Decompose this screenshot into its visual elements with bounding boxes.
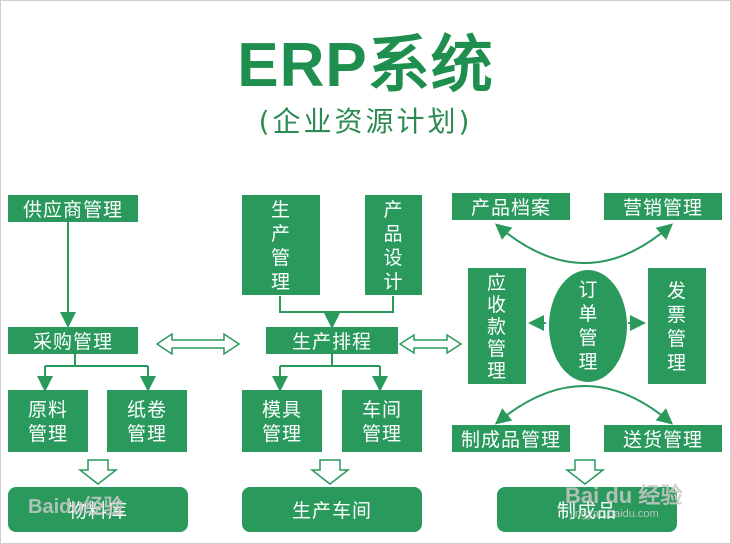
arc-bottom [494,385,674,425]
page-title: ERP系统 [237,31,494,100]
branch-purchase [44,354,149,386]
watermark-logo-left: Baidu经验 [28,496,124,518]
finished-goods-mgmt-box: 制成品管理 [452,425,570,452]
delivery-mgmt-box: 送货管理 [604,425,722,452]
page-subtitle: (企业资源计划) [258,105,473,138]
double-arrow-right [398,333,463,355]
branch-schedule-inputs [279,296,394,322]
receivables-mgmt-box: 应 收 款 管 理 [468,268,526,384]
finished-goods-box: 制成品 [497,487,677,532]
material-warehouse-box: 物料库 [8,487,188,532]
down-arrow-workshop [309,459,351,485]
supplier-mgmt-box: 供应商管理 [8,195,138,222]
marketing-mgmt-box: 营销管理 [604,193,722,220]
down-arrow-finished [564,459,606,485]
invoice-mgmt-box: 发 票 管 理 [648,268,706,384]
raw-material-mgmt-box: 原料 管理 [8,390,88,452]
double-arrow-left [155,332,241,356]
workshop-mgmt-box: 车间 管理 [342,390,422,452]
production-workshop-box: 生产车间 [242,487,422,532]
watermark-logo-right: Bai du 经验 [565,483,683,508]
product-archive-box: 产品档案 [452,193,570,220]
production-mgmt-box: 生 产 管 理 [242,195,320,295]
watermark-url: jingyan.baidu.com [570,508,659,520]
paper-roll-mgmt-box: 纸卷 管理 [107,390,187,452]
branch-schedule [280,354,380,367]
down-arrow-material [77,459,119,485]
order-mgmt-oval: 订 单 管 理 [549,270,627,382]
mold-mgmt-box: 模具 管理 [242,390,322,452]
purchase-mgmt-box: 采购管理 [8,327,138,354]
arc-top [494,223,674,264]
production-schedule-box: 生产排程 [266,327,398,354]
product-design-box: 产 品 设 计 [365,195,422,295]
